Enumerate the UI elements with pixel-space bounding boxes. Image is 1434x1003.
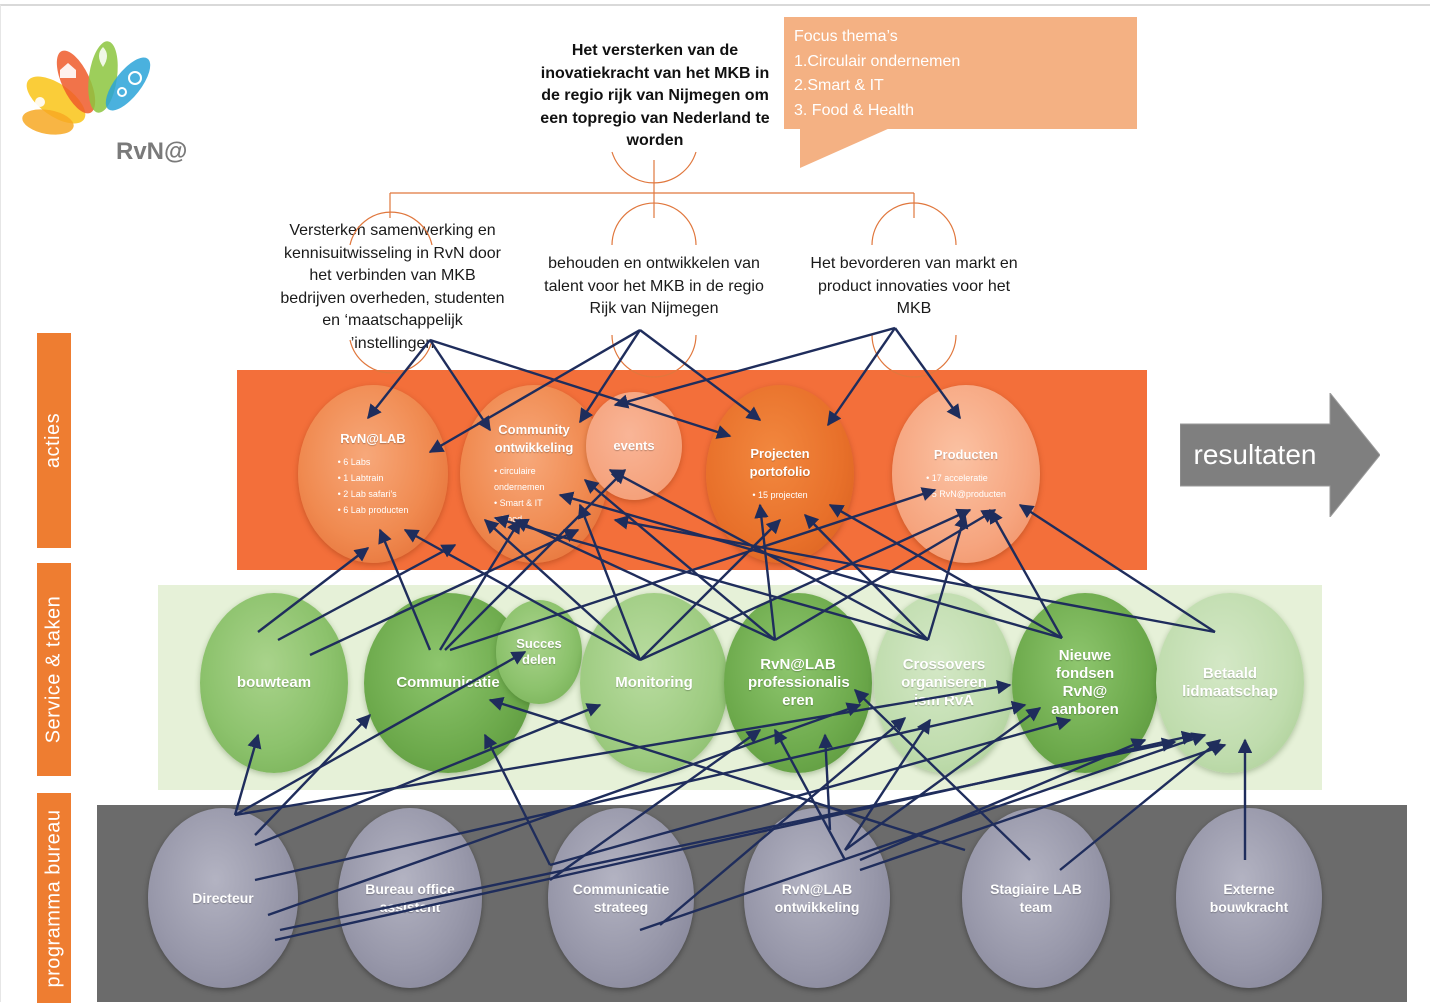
actie-events: events	[586, 392, 682, 500]
sub-goal-talent: behouden en ontwikkelen van talent voor …	[544, 255, 764, 317]
focus-title: Focus thema’s	[794, 28, 898, 45]
actie-events-title: events	[613, 438, 655, 453]
actie-rvnlab-list: 6 Labs 1 Labtrain 2 Lab safari’s 6 Lab p…	[338, 454, 408, 518]
sub-goal-samenwerking: Versterken samenwerking en kennisuitwiss…	[280, 222, 505, 352]
callout-tail	[800, 128, 890, 168]
actie-community-list: circulaire ondernemen Smart & IT 4 ood	[494, 463, 574, 527]
service-succes-delen: Succes delen	[496, 600, 582, 704]
actie-producten: Producten 17 acceleratie 5 RvN@producten	[892, 385, 1040, 563]
actie-projecten-list: 15 projecten	[752, 487, 808, 503]
resultaten-arrow: resultaten	[1179, 391, 1381, 519]
service-lidmaatschap: Betaald lidmaatschap	[1156, 593, 1304, 773]
actie-projecten-title: Projecten portofolio	[749, 446, 811, 479]
focus-item: 1.Circulair ondernemen	[794, 52, 961, 70]
layer-label-service: Service & taken	[37, 563, 71, 776]
bureau-stagiaire-lab-team: Stagiaire LAB team	[962, 808, 1110, 988]
bureau-office-assistent: Bureau office assistent	[338, 808, 482, 988]
bureau-directeur: Directeur	[148, 808, 298, 988]
actie-rvnlab-title: RvN@LAB	[340, 431, 406, 446]
actie-producten-title: Producten	[933, 447, 999, 462]
bureau-communicatie-strateeg: Communicatie strateeg	[548, 808, 694, 988]
focus-callout: Focus thema’s 1.Circulair ondernemen 2.S…	[784, 17, 1137, 129]
service-bouwteam: bouwteam	[200, 593, 348, 773]
service-professionaliseren: RvN@LAB professionalis eren	[724, 593, 872, 773]
focus-item: 2.Smart & IT	[794, 77, 884, 94]
actie-community: Community ontwikkeling circulaire ondern…	[460, 385, 608, 563]
service-crossovers: Crossovers organiseren ism RvA	[874, 593, 1014, 773]
logo-text: RvN@	[116, 138, 188, 165]
frame	[0, 4, 1430, 1002]
layer-label-acties: acties	[37, 333, 71, 548]
actie-projecten: Projecten portofolio 15 projecten	[706, 385, 854, 563]
top-goal: Het versterken van de inovatiekracht van…	[540, 42, 770, 149]
focus-item: 3. Food & Health	[794, 101, 915, 119]
bureau-lab-ontwikkeling: RvN@LAB ontwikkeling	[744, 808, 890, 988]
layer-label-bureau: programma bureau	[37, 793, 71, 1003]
actie-community-title: Community ontwikkeling	[494, 422, 574, 455]
actie-producten-list: 17 acceleratie 5 RvN@producten	[926, 470, 1006, 502]
rvn-logo: RvN@	[18, 22, 187, 165]
bureau-externe-bouwkracht: Externe bouwkracht	[1176, 808, 1322, 988]
service-monitoring: Monitoring	[580, 593, 728, 773]
service-fondsen: Nieuwe fondsen RvN@ aanboren	[1012, 593, 1158, 773]
actie-rvnlab: RvN@LAB 6 Labs 1 Labtrain 2 Lab safari’s…	[298, 385, 448, 563]
sub-goal-innovaties: Het bevorderen van markt en product inno…	[810, 255, 1018, 317]
resultaten-label: resultaten	[1193, 439, 1317, 470]
